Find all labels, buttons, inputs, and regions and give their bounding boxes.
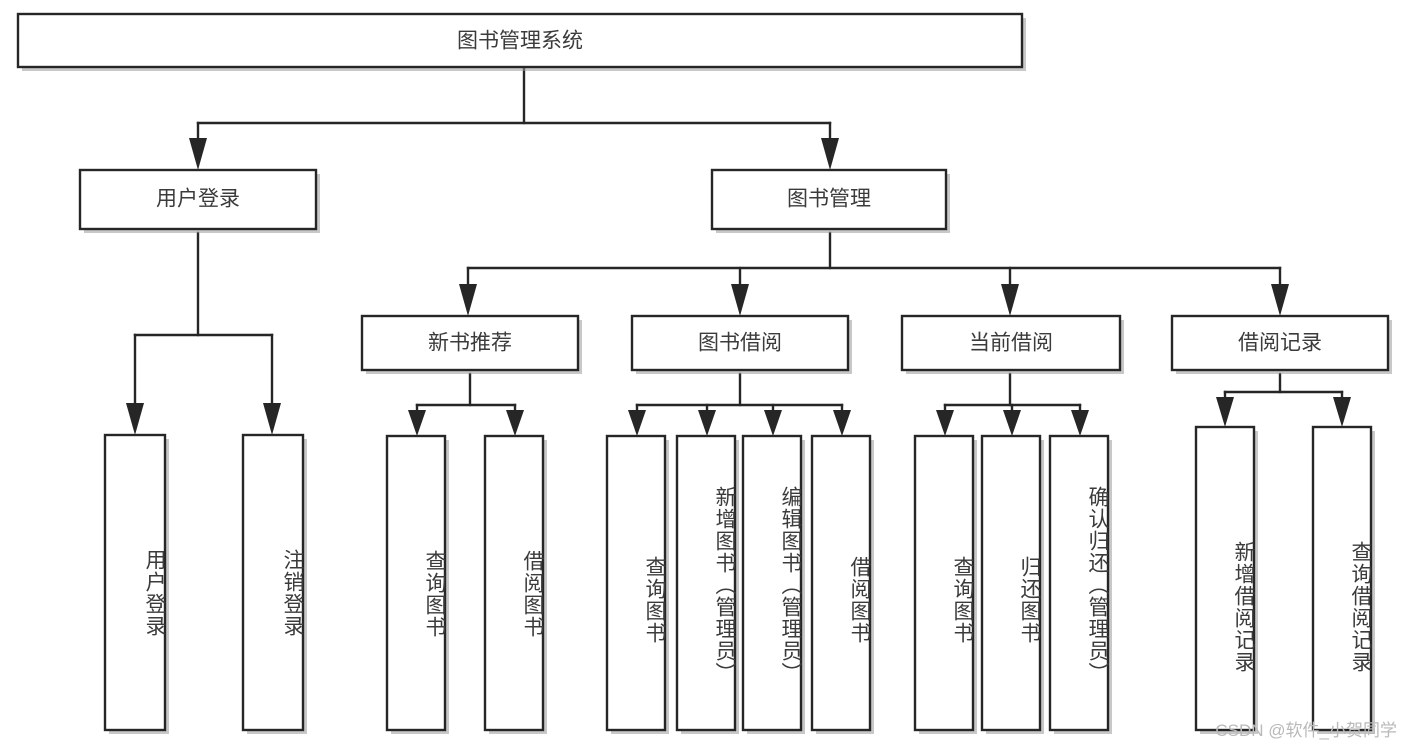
node-root-label: 图书管理系统	[457, 30, 583, 53]
arrow-leaf-nb-query	[408, 410, 426, 436]
arrow-leaf-cb-query	[936, 410, 954, 436]
arrow-leaf-nb-borrow	[506, 410, 524, 436]
arrow-leaf-br-query	[1333, 397, 1351, 427]
arrow-to-user-login	[189, 138, 207, 170]
node-leaf-bb-borrow-box[interactable]	[810, 434, 872, 732]
node-leaf-br-add-box[interactable]	[1194, 425, 1256, 732]
node-leaf-cb-confirm-box[interactable]	[1048, 434, 1110, 732]
arrow-leaf-cb-return	[1003, 410, 1021, 436]
arrow-leaf-logout	[263, 403, 281, 435]
node-new-book-label: 新书推荐	[428, 332, 512, 355]
node-book-mgmt-label: 图书管理	[787, 188, 871, 211]
arrow-leaf-bb-borrow	[833, 410, 851, 436]
node-book-mgmt-box[interactable]	[710, 168, 948, 231]
node-new-book-box[interactable]	[360, 314, 580, 372]
node-current-borrow-label: 当前借阅	[969, 332, 1053, 355]
arrow-leaf-bb-add	[698, 410, 716, 436]
node-user-login-box[interactable]	[78, 168, 318, 231]
node-book-borrow-box[interactable]	[630, 314, 850, 372]
node-leaf-user-login-box[interactable]	[103, 433, 167, 732]
arrow-leaf-bb-edit	[764, 410, 782, 436]
node-leaf-bb-query-box[interactable]	[605, 434, 667, 732]
arrow-to-borrow-record	[1271, 284, 1289, 316]
arrow-leaf-br-add	[1216, 397, 1234, 427]
arrow-to-new-book	[459, 284, 477, 316]
node-leaf-cb-return-box[interactable]	[980, 434, 1042, 732]
node-leaf-logout-box[interactable]	[241, 433, 305, 732]
node-current-borrow-box[interactable]	[900, 314, 1122, 372]
node-borrow-record-label: 借阅记录	[1238, 332, 1322, 355]
arrow-to-book-mgmt	[821, 138, 839, 170]
node-book-borrow-label: 图书借阅	[698, 332, 782, 355]
arrow-leaf-cb-confirm	[1071, 410, 1089, 436]
node-leaf-bb-add-box[interactable]	[675, 434, 737, 732]
node-borrow-record-box[interactable]	[1170, 314, 1390, 372]
arrow-leaf-bb-query	[628, 410, 646, 436]
arrow-to-current-borrow	[1001, 284, 1019, 316]
watermark-text: CSDN @软件_小贺同学	[1215, 721, 1397, 740]
node-leaf-nb-query-box[interactable]	[385, 434, 447, 732]
node-layer: 图书管理系统 用户登录 图书管理 新书推荐 图书借阅 当前借阅 借阅记录	[16, 12, 1392, 734]
node-root-box[interactable]	[16, 12, 1024, 69]
node-leaf-cb-query-box[interactable]	[913, 434, 975, 732]
arrow-leaf-user-login	[126, 403, 144, 435]
arrow-to-book-borrow	[731, 284, 749, 316]
node-leaf-br-query-box[interactable]	[1311, 425, 1373, 732]
node-leaf-nb-borrow-box[interactable]	[483, 434, 545, 732]
node-user-login-label: 用户登录	[156, 188, 240, 211]
node-leaf-bb-edit-box[interactable]	[741, 434, 803, 732]
connector-layer	[126, 65, 1351, 436]
